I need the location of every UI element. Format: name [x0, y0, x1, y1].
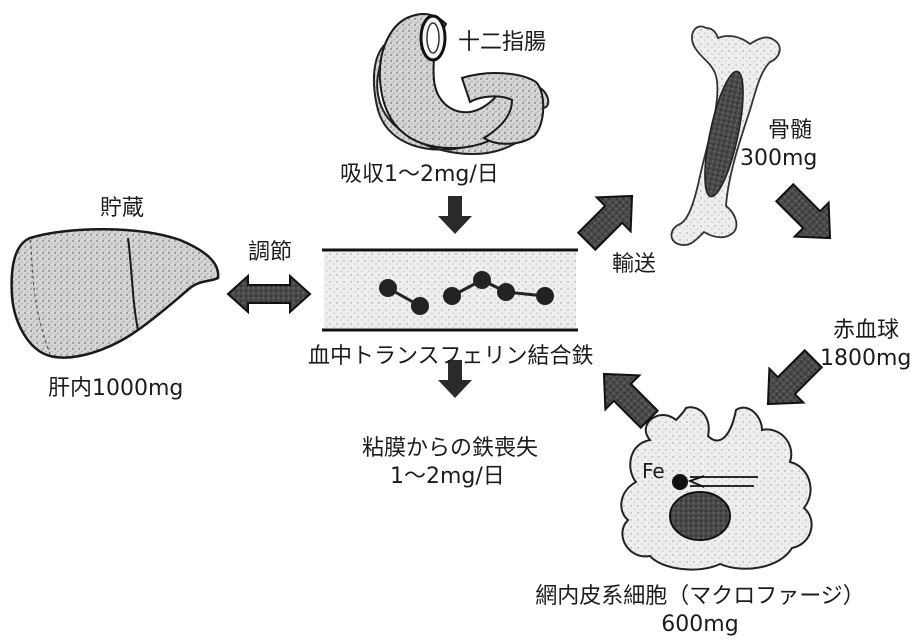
liver-amount-label: 肝内1000mg — [48, 376, 183, 402]
arrow-transport-icon — [570, 179, 649, 258]
red-blood-cell-label: 赤血球 — [830, 318, 902, 344]
duodenum-label: 十二指腸 — [458, 30, 546, 56]
storage-label: 貯蔵 — [100, 196, 144, 222]
mucosal-loss-label: 粘膜からの鉄喪失 — [362, 436, 538, 462]
regulation-label: 調節 — [248, 240, 292, 266]
bone-marrow-label: 骨髄 — [760, 118, 820, 144]
absorption-label: 吸収1～2mg/日 — [340, 162, 499, 188]
iron-atom — [379, 279, 397, 297]
iron-atom — [536, 287, 554, 305]
arrow-rbc-to-macrophage-icon — [751, 342, 830, 421]
iron-atom — [473, 271, 491, 289]
iron-atom — [411, 297, 429, 315]
iron-atom — [443, 287, 461, 305]
arrow-absorption-down-icon — [438, 196, 472, 234]
fe-label: Fe — [642, 458, 665, 484]
macrophage-amount: 600mg — [640, 612, 760, 638]
macrophage-label: 網内皮系細胞（マクロファージ） — [530, 584, 870, 610]
mucosal-loss-amount: 1～2mg/日 — [390, 464, 505, 490]
arrow-regulation-double-icon — [228, 276, 310, 312]
liver-illustration — [12, 229, 219, 357]
arrow-marrow-to-rbc-icon — [768, 176, 847, 255]
bone-marrow-amount: 300mg — [740, 146, 817, 172]
macrophage-illustration — [621, 407, 811, 569]
red-blood-cell-amount: 1800mg — [820, 346, 911, 372]
transport-label: 輸送 — [612, 252, 656, 278]
iron-atom — [497, 283, 515, 301]
transferrin-label: 血中トランスフェリン結合鉄 — [308, 344, 594, 370]
